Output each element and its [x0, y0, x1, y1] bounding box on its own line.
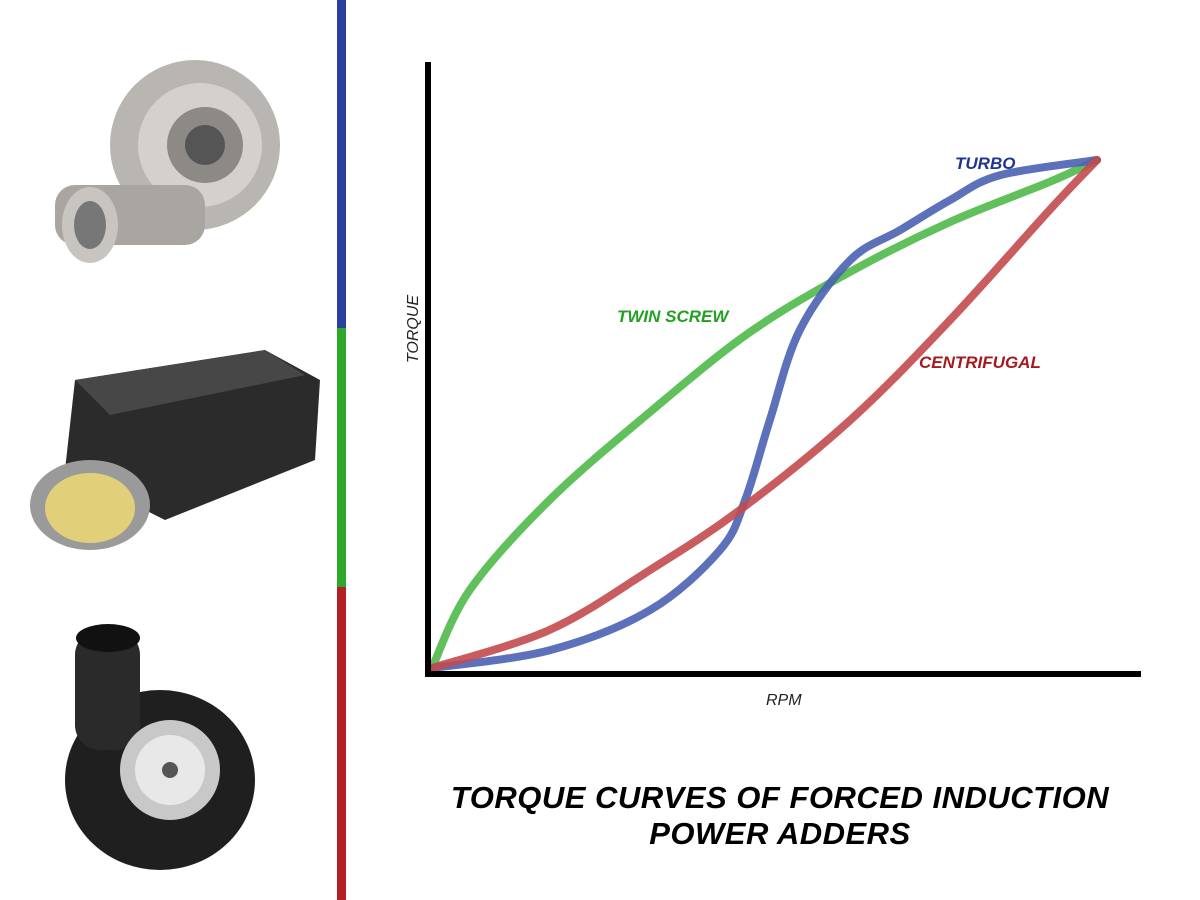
chart-title-line-1: TORQUE CURVES OF FORCED INDUCTION [450, 780, 1110, 815]
twin-screw-curve [428, 156, 1101, 672]
turbocharger-image [55, 60, 280, 263]
centrifugal-curve [428, 156, 1101, 672]
chart-title: TORQUE CURVES OF FORCED INDUCTION POWER … [400, 780, 1160, 852]
turbo-label: TURBO [955, 154, 1016, 173]
chart-title-line-2: POWER ADDERS [649, 816, 911, 851]
centrifugal-supercharger-image [65, 624, 255, 870]
y-axis-label: TORQUE [405, 294, 423, 364]
twin-screw-color-bar [337, 328, 346, 587]
x-axis-label: RPM [766, 692, 802, 709]
centrifugal-label: CENTRIFUGAL [919, 353, 1041, 372]
twin-screw-label: TWIN SCREW [617, 307, 729, 326]
turbo-color-bar [337, 0, 346, 328]
twin-screw-supercharger-image [30, 350, 320, 550]
centrifugal-color-bar [337, 587, 346, 900]
turbo-curve [428, 156, 1101, 672]
